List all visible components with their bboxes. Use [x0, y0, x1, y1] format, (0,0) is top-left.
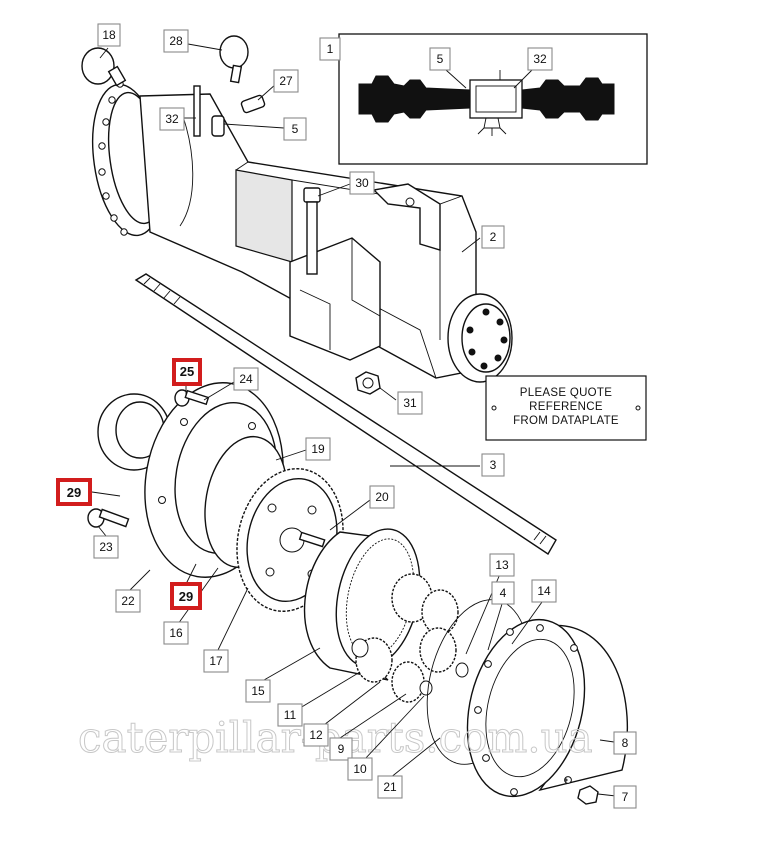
stub-bolt-holes [466, 308, 508, 370]
svg-text:9: 9 [338, 742, 345, 756]
svg-text:20: 20 [375, 490, 389, 504]
axle-housing [92, 80, 513, 383]
callout-16: 16 [163, 621, 189, 645]
breather-28 [219, 35, 249, 84]
callout-15: 15 [245, 679, 271, 703]
svg-text:12: 12 [309, 728, 323, 742]
callout-24: 24 [233, 367, 259, 391]
callout-5: 5 [283, 117, 307, 141]
svg-text:16: 16 [169, 626, 183, 640]
callout-30: 30 [349, 171, 375, 195]
dataplate: PLEASE QUOTE REFERENCE FROM DATAPLATE [485, 375, 647, 441]
callout-25-highlighted: 25 [172, 358, 202, 386]
svg-text:32: 32 [533, 52, 547, 66]
svg-text:8: 8 [622, 736, 629, 750]
callout-8: 8 [613, 731, 637, 755]
callout-19: 19 [305, 437, 331, 461]
svg-text:31: 31 [403, 396, 417, 410]
leader-lines [91, 43, 617, 797]
svg-text:4: 4 [500, 586, 507, 600]
callout-31: 31 [397, 391, 423, 415]
svg-text:19: 19 [311, 442, 325, 456]
callout-7: 7 [613, 785, 637, 809]
callout-13: 13 [489, 553, 515, 577]
callout-labels: 18 28 27 32 5 30 2 25 24 31 19 3 29 20 2… [56, 23, 637, 809]
dataplate-line-3: FROM DATAPLATE [513, 415, 619, 427]
planet-gears [351, 573, 469, 703]
callout-11: 11 [277, 703, 303, 727]
callout-22: 22 [115, 589, 141, 613]
callout-12: 12 [303, 723, 329, 747]
svg-text:23: 23 [99, 540, 113, 554]
inset-callout-5: 5 [429, 47, 451, 71]
svg-text:15: 15 [251, 684, 265, 698]
callout-9: 9 [329, 737, 353, 761]
callout-2: 2 [481, 225, 505, 249]
svg-text:32: 32 [165, 112, 179, 126]
callout-27: 27 [273, 69, 299, 93]
svg-text:14: 14 [537, 584, 551, 598]
svg-text:13: 13 [495, 558, 509, 572]
svg-text:29: 29 [179, 589, 193, 604]
callout-17: 17 [203, 649, 229, 673]
callout-18: 18 [97, 23, 121, 47]
callout-10: 10 [347, 757, 373, 781]
dataplate-line-2: REFERENCE [529, 401, 603, 413]
svg-text:29: 29 [67, 485, 81, 500]
svg-text:18: 18 [102, 28, 116, 42]
svg-text:5: 5 [437, 52, 444, 66]
svg-text:24: 24 [239, 372, 253, 386]
drive-shaft [134, 273, 557, 555]
callout-21: 21 [377, 775, 403, 799]
callout-3: 3 [481, 453, 505, 477]
inset-callout-32: 32 [527, 47, 553, 71]
svg-text:27: 27 [279, 74, 293, 88]
nut-31 [355, 371, 381, 395]
dataplate-line-1: PLEASE QUOTE [520, 387, 612, 399]
callout-20: 20 [369, 485, 395, 509]
hub-cover-8 [466, 618, 629, 798]
callout-23: 23 [93, 535, 119, 559]
svg-text:10: 10 [353, 762, 367, 776]
svg-text:30: 30 [355, 176, 369, 190]
inset-panel [338, 33, 648, 165]
svg-text:28: 28 [169, 34, 183, 48]
svg-text:2: 2 [490, 230, 497, 244]
callout-14: 14 [531, 579, 557, 603]
inset-callout-1: 1 [319, 37, 341, 61]
bolt-23 [87, 508, 130, 528]
callout-32: 32 [159, 107, 185, 131]
svg-text:17: 17 [209, 654, 223, 668]
callout-29-highlighted-bottom: 29 [170, 582, 202, 610]
svg-text:1: 1 [327, 42, 334, 56]
inset-axle-drawing [358, 70, 615, 136]
svg-text:25: 25 [180, 364, 194, 379]
callout-4: 4 [491, 581, 515, 605]
svg-text:11: 11 [284, 708, 297, 722]
drain-plug-7 [577, 785, 599, 805]
svg-text:22: 22 [121, 594, 135, 608]
svg-text:21: 21 [383, 780, 397, 794]
svg-text:5: 5 [292, 122, 299, 136]
svg-text:7: 7 [622, 790, 629, 804]
breather-cap [81, 47, 127, 87]
callout-28: 28 [163, 29, 189, 53]
hub-seal-ring [97, 393, 171, 471]
callout-29-highlighted-left: 29 [56, 478, 92, 506]
svg-text:3: 3 [490, 458, 497, 472]
